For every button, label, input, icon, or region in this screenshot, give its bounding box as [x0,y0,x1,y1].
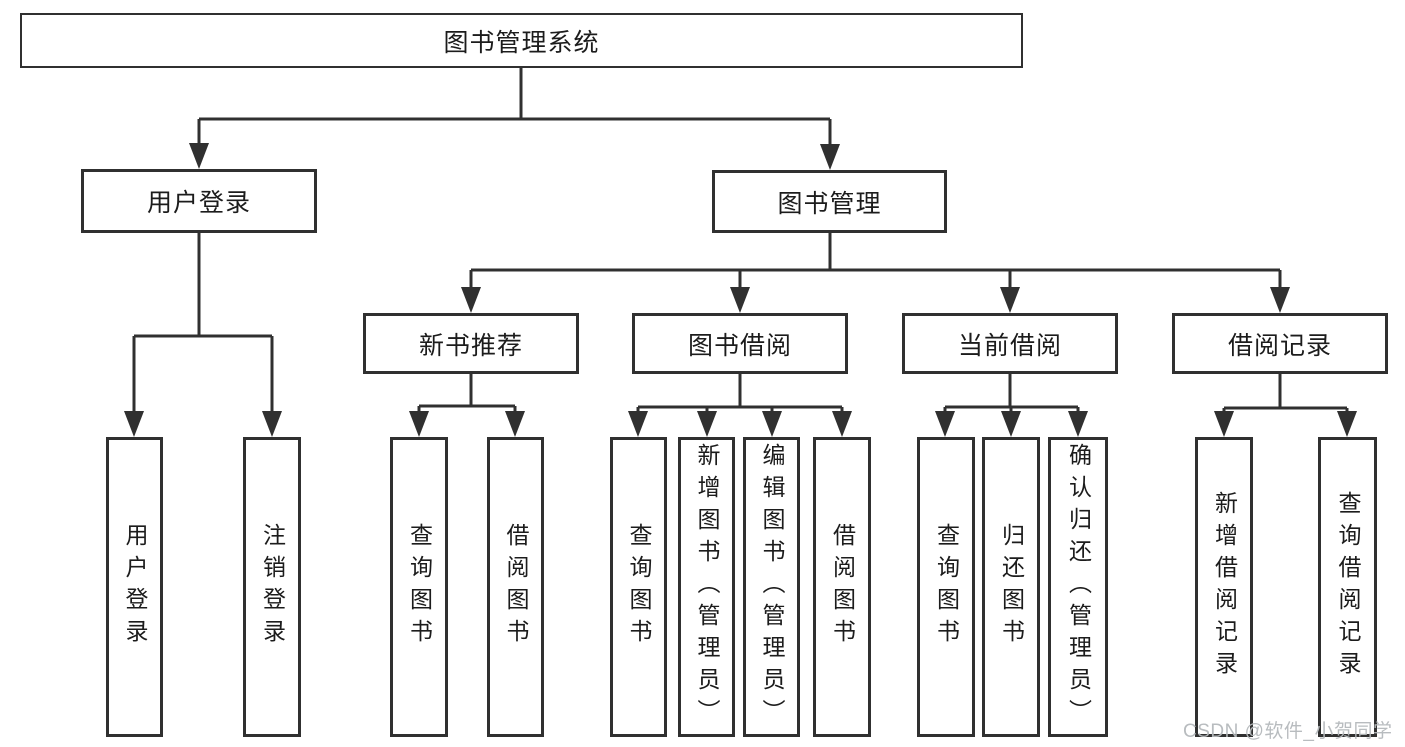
leaf-borrowing-query-books-label: 查询图书 [626,523,652,651]
leaf-user-login-label: 用户登录 [122,523,148,651]
leaf-user-login: 用户登录 [106,437,163,737]
node-borrowing-records: 借阅记录 [1172,313,1388,374]
arrowhead [461,287,481,313]
leaf-records-add-record: 新增借阅记录 [1195,437,1253,737]
leaf-borrowing-edit-books-admin-label: 编辑图书（管理员） [759,443,785,731]
leaf-borrowing-add-books-admin: 新增图书（管理员） [678,437,735,737]
node-current-borrowing-label: 当前借阅 [957,331,1062,360]
node-book-borrowing: 图书借阅 [632,313,848,374]
node-book-borrowing-label: 图书借阅 [687,331,792,360]
connector-book-borrowing [636,374,844,414]
leaf-logout: 注销登录 [243,437,301,737]
node-current-borrowing: 当前借阅 [902,313,1118,374]
leaf-current-query-books-label: 查询图书 [933,523,960,651]
arrowhead [1214,411,1234,437]
leaf-records-query-record: 查询借阅记录 [1318,437,1377,737]
connector-current-borrowing [943,374,1080,414]
leaf-newbooks-query-books: 查询图书 [390,437,448,737]
node-new-book-recommend-label: 新书推荐 [418,331,523,360]
leaf-borrowing-add-books-admin-label: 新增图书（管理员） [694,443,720,731]
arrowhead [697,411,717,437]
node-root: 图书管理系统 [20,13,1023,68]
leaf-borrowing-edit-books-admin: 编辑图书（管理员） [743,437,800,737]
node-user-login-label: 用户登录 [146,189,251,217]
arrowhead [1000,287,1020,313]
leaf-current-confirm-return-admin-label: 确认归还（管理员） [1065,443,1092,731]
node-book-management-label: 图书管理 [777,189,882,218]
leaf-borrowing-borrow-books-label: 借阅图书 [829,523,856,651]
leaf-records-query-record-label: 查询借阅记录 [1335,491,1361,683]
connector-borrowing-records [1222,374,1349,414]
leaf-borrowing-query-books: 查询图书 [610,437,667,737]
leaf-current-confirm-return-admin: 确认归还（管理员） [1048,437,1108,737]
leaf-records-add-record-label: 新增借阅记录 [1211,491,1238,683]
arrowhead [935,411,955,437]
leaf-current-query-books: 查询图书 [917,437,975,737]
node-borrowing-records-label: 借阅记录 [1227,331,1332,360]
leaf-newbooks-borrow-books: 借阅图书 [487,437,544,737]
connector-book-management [469,233,1282,290]
leaf-current-return-books: 归还图书 [982,437,1040,737]
leaf-borrowing-borrow-books: 借阅图书 [813,437,871,737]
connector-user-login [132,233,274,414]
csdn-watermark: CSDN @软件_小贺同学 [1183,721,1393,742]
arrowhead [832,411,852,437]
leaf-current-return-books-label: 归还图书 [998,523,1025,651]
arrowhead [262,411,282,437]
arrowhead [820,144,840,170]
leaf-logout-label: 注销登录 [259,523,286,651]
arrowhead [505,411,525,437]
arrowhead [730,287,750,313]
node-new-book-recommend: 新书推荐 [363,313,579,374]
node-root-label: 图书管理系统 [443,28,600,57]
arrowhead [1337,411,1357,437]
leaf-newbooks-borrow-books-label: 借阅图书 [503,523,529,651]
leaf-newbooks-query-books-label: 查询图书 [406,523,433,651]
arrowhead [1001,411,1021,437]
connector-new-book-recommend [417,374,517,414]
arrowhead [1068,411,1088,437]
connector-root [197,68,832,147]
arrowhead [762,411,782,437]
arrowhead [189,143,209,169]
arrowhead [628,411,648,437]
arrowhead [124,411,144,437]
node-book-management: 图书管理 [712,170,947,233]
node-user-login: 用户登录 [81,169,317,233]
arrowhead [1270,287,1290,313]
arrowhead [409,411,429,437]
